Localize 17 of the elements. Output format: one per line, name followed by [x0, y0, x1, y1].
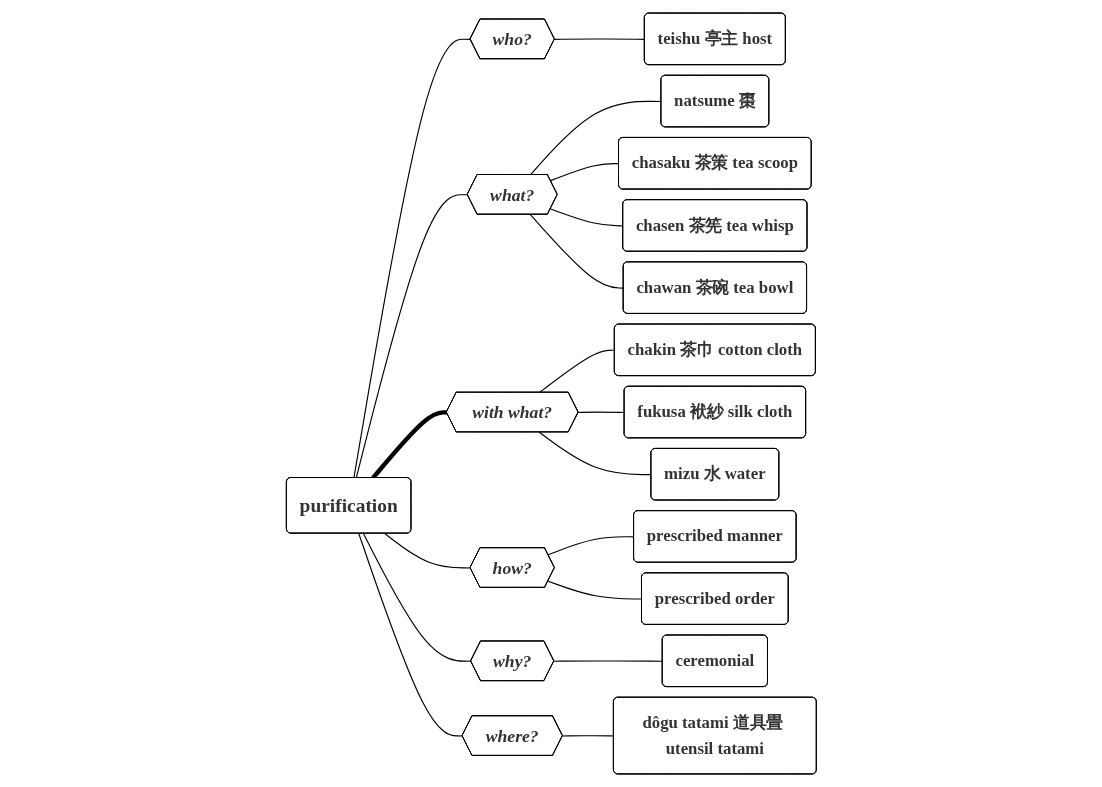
connector [538, 349, 615, 394]
connector [355, 194, 468, 479]
connector [547, 536, 635, 556]
connector [561, 735, 615, 737]
connector [553, 660, 663, 662]
connector [529, 214, 624, 289]
connector [549, 163, 620, 182]
connector [529, 100, 662, 176]
connector [357, 532, 463, 737]
connector [577, 411, 625, 414]
connector [352, 38, 471, 479]
connector [362, 532, 472, 662]
connector [538, 431, 652, 476]
connector [383, 532, 471, 569]
connector [547, 580, 643, 600]
connector [553, 38, 645, 40]
connector [549, 208, 624, 227]
